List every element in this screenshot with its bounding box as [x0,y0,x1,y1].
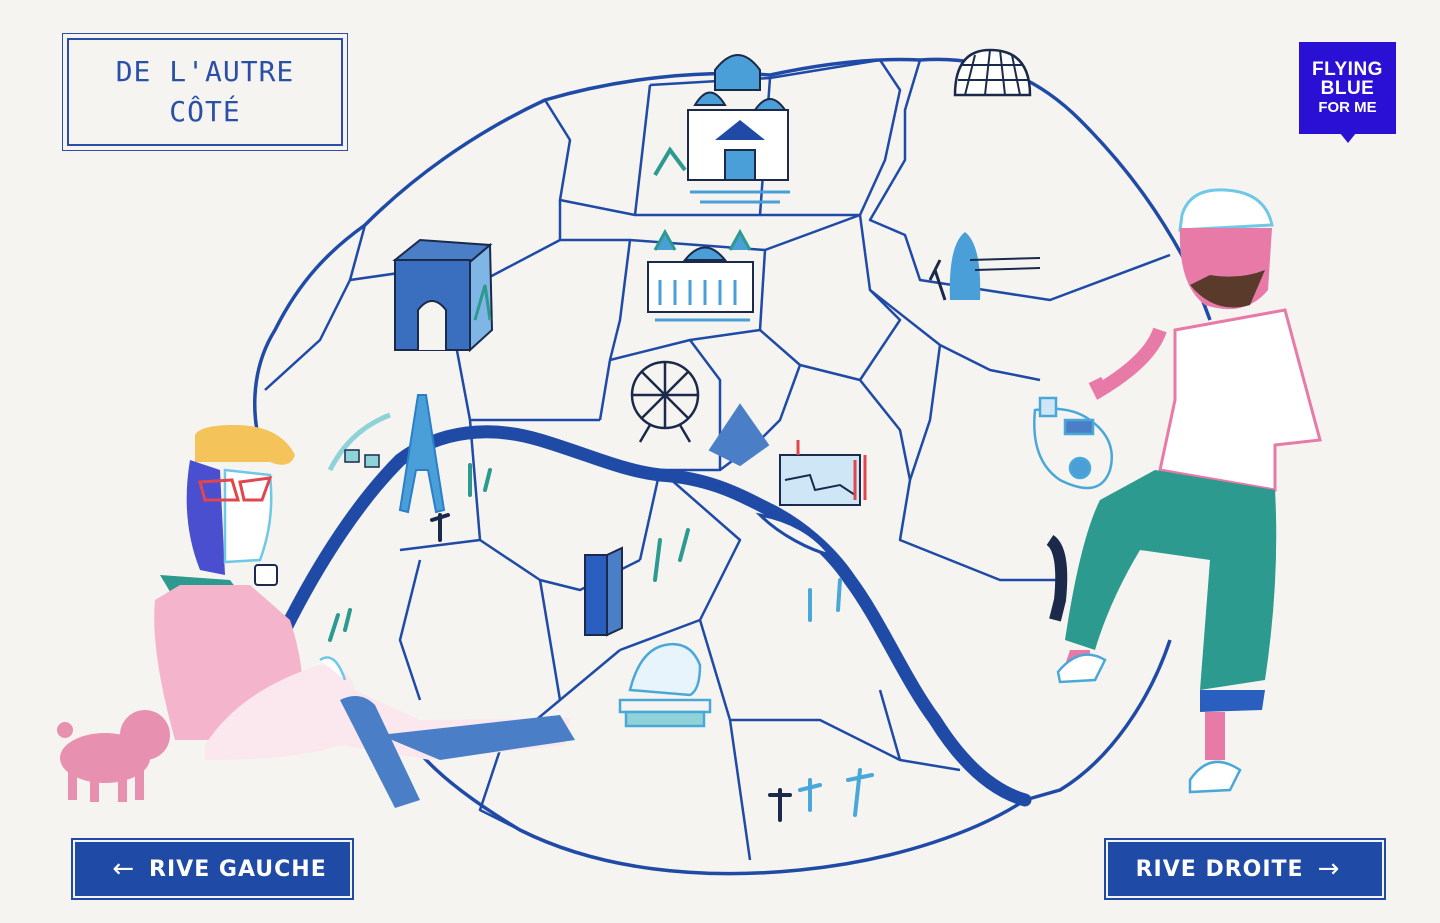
map-title-line1: DE L'AUTRE [115,55,295,88]
louvre-pyramid-icon [708,403,770,467]
canal-monument-icon [928,232,1041,301]
rive-gauche-label: RIVE GAUCHE [149,856,327,882]
map-title-line2: CÔTÉ [169,95,241,128]
lion-statue-icon [618,642,712,728]
city-boundary [253,57,1212,876]
eiffel-tower-icon [327,394,446,514]
seine-river [278,425,1032,807]
ile-de-la-cite [755,512,834,558]
geode-icon [953,48,1032,97]
rive-droite-label: RIVE DROITE [1135,856,1304,882]
brand-line1: FLYING [1312,58,1383,80]
brand-line2: BLUE [1320,77,1375,99]
man-character [1046,188,1322,794]
tour-montparnasse-icon [584,546,623,637]
arc-de-triomphe-icon [392,238,494,353]
pompidou-icon [779,440,867,506]
pere-lachaise-icon [1033,396,1113,490]
grand-palais-icon [647,228,754,322]
dog-icon [57,710,170,802]
brand-logo-tail [1340,133,1356,143]
sacre-coeur-icon [653,54,790,204]
brand-logo: FLYING BLUE FOR ME [1299,42,1396,134]
district-lines [264,58,1171,861]
arrow-right-icon: → [1317,854,1341,884]
map-title: DE L'AUTRE CÔTÉ [62,33,348,151]
rive-droite-sign: RIVE DROITE → [1104,838,1386,900]
woman-character [154,425,575,808]
brand-line3: FOR ME [1318,98,1377,116]
tree-icon [328,463,874,822]
arrow-left-icon: ← [112,854,136,884]
ferris-wheel-icon [630,360,700,443]
rive-gauche-sign: ← RIVE GAUCHE [71,838,354,900]
